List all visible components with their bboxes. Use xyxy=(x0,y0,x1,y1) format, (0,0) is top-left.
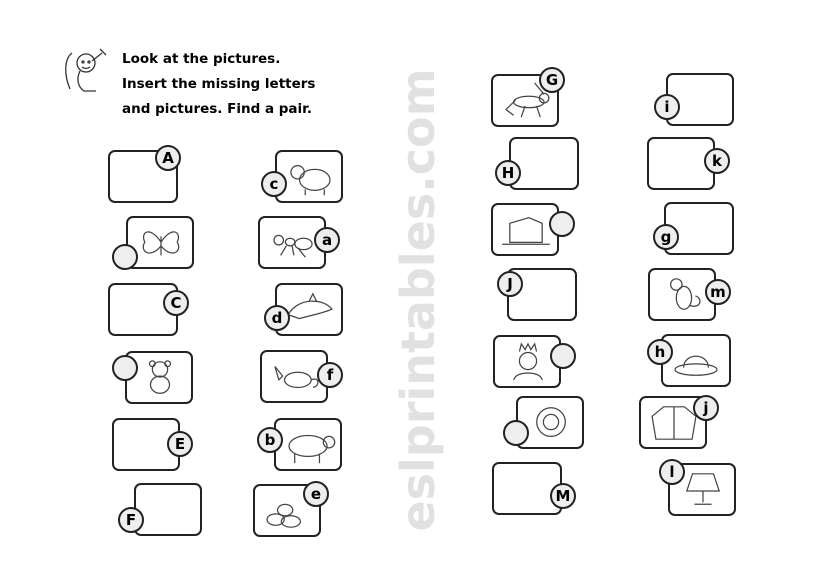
picture-card-mouse[interactable] xyxy=(648,268,716,321)
picture-card-king[interactable] xyxy=(493,335,561,388)
grasshopper-icon xyxy=(505,82,550,118)
letter-circle[interactable]: e xyxy=(303,481,329,507)
mouse-icon xyxy=(670,278,701,310)
jacket-icon xyxy=(651,406,697,440)
letter-circle[interactable]: F xyxy=(118,507,144,533)
picture-card-dog[interactable] xyxy=(125,351,193,404)
ant-icon xyxy=(273,234,313,258)
ice-icon xyxy=(502,216,550,245)
letter-circle[interactable]: h xyxy=(647,339,673,365)
letter-circle[interactable]: g xyxy=(653,224,679,250)
picture-card-lion[interactable] xyxy=(516,396,584,449)
instructions: Look at the pictures. Insert the missing… xyxy=(122,47,315,122)
monkey-illustration xyxy=(65,48,107,92)
fox-icon xyxy=(274,366,319,389)
letter-circle[interactable]: f xyxy=(317,362,343,388)
empty-picture-box[interactable] xyxy=(647,137,715,190)
dog-icon xyxy=(148,360,172,394)
letter-circle[interactable]: a xyxy=(314,227,340,253)
instruction-line: Insert the missing letters xyxy=(122,76,316,92)
hat-icon xyxy=(674,355,718,376)
letter-circle[interactable]: G xyxy=(539,67,565,93)
letter-circle[interactable]: d xyxy=(264,305,290,331)
instruction-line: Look at the pictures. xyxy=(122,51,281,67)
letter-circle[interactable]: k xyxy=(704,148,730,174)
empty-letter-circle[interactable] xyxy=(550,343,576,369)
letter-circle[interactable]: E xyxy=(167,431,193,457)
empty-picture-box[interactable] xyxy=(492,462,562,515)
lamp-icon xyxy=(685,473,721,505)
watermark: eslprintables.com xyxy=(391,68,445,532)
picture-card-fox[interactable] xyxy=(260,350,328,403)
lion-icon xyxy=(536,407,566,437)
bear-icon xyxy=(288,434,336,464)
picture-card-bear[interactable] xyxy=(274,418,342,471)
cow-icon xyxy=(290,164,331,196)
instruction-line: and pictures. Find a pair. xyxy=(122,101,313,117)
letter-circle[interactable]: m xyxy=(705,279,731,305)
empty-picture-box[interactable] xyxy=(134,483,202,536)
picture-card-hat[interactable] xyxy=(661,334,731,387)
letter-circle[interactable]: H xyxy=(495,160,521,186)
butterfly-icon xyxy=(142,231,180,256)
dolphin-icon xyxy=(287,292,333,320)
letter-circle[interactable]: j xyxy=(693,395,719,421)
letter-circle[interactable]: b xyxy=(257,427,283,453)
empty-letter-circle[interactable] xyxy=(503,420,529,446)
empty-letter-circle[interactable] xyxy=(112,355,138,381)
empty-letter-circle[interactable] xyxy=(549,211,575,237)
letter-circle[interactable]: c xyxy=(261,171,287,197)
letter-circle[interactable]: A xyxy=(155,145,181,171)
picture-card-ice[interactable] xyxy=(491,203,559,256)
letter-circle[interactable]: C xyxy=(163,290,189,316)
empty-picture-box[interactable] xyxy=(509,137,579,190)
letter-circle[interactable]: M xyxy=(550,483,576,509)
letter-circle[interactable]: J xyxy=(497,271,523,297)
letter-circle[interactable]: i xyxy=(654,94,680,120)
letter-circle[interactable]: l xyxy=(659,459,685,485)
king-icon xyxy=(513,342,543,381)
empty-letter-circle[interactable] xyxy=(112,244,138,270)
eggs-icon xyxy=(266,503,301,528)
